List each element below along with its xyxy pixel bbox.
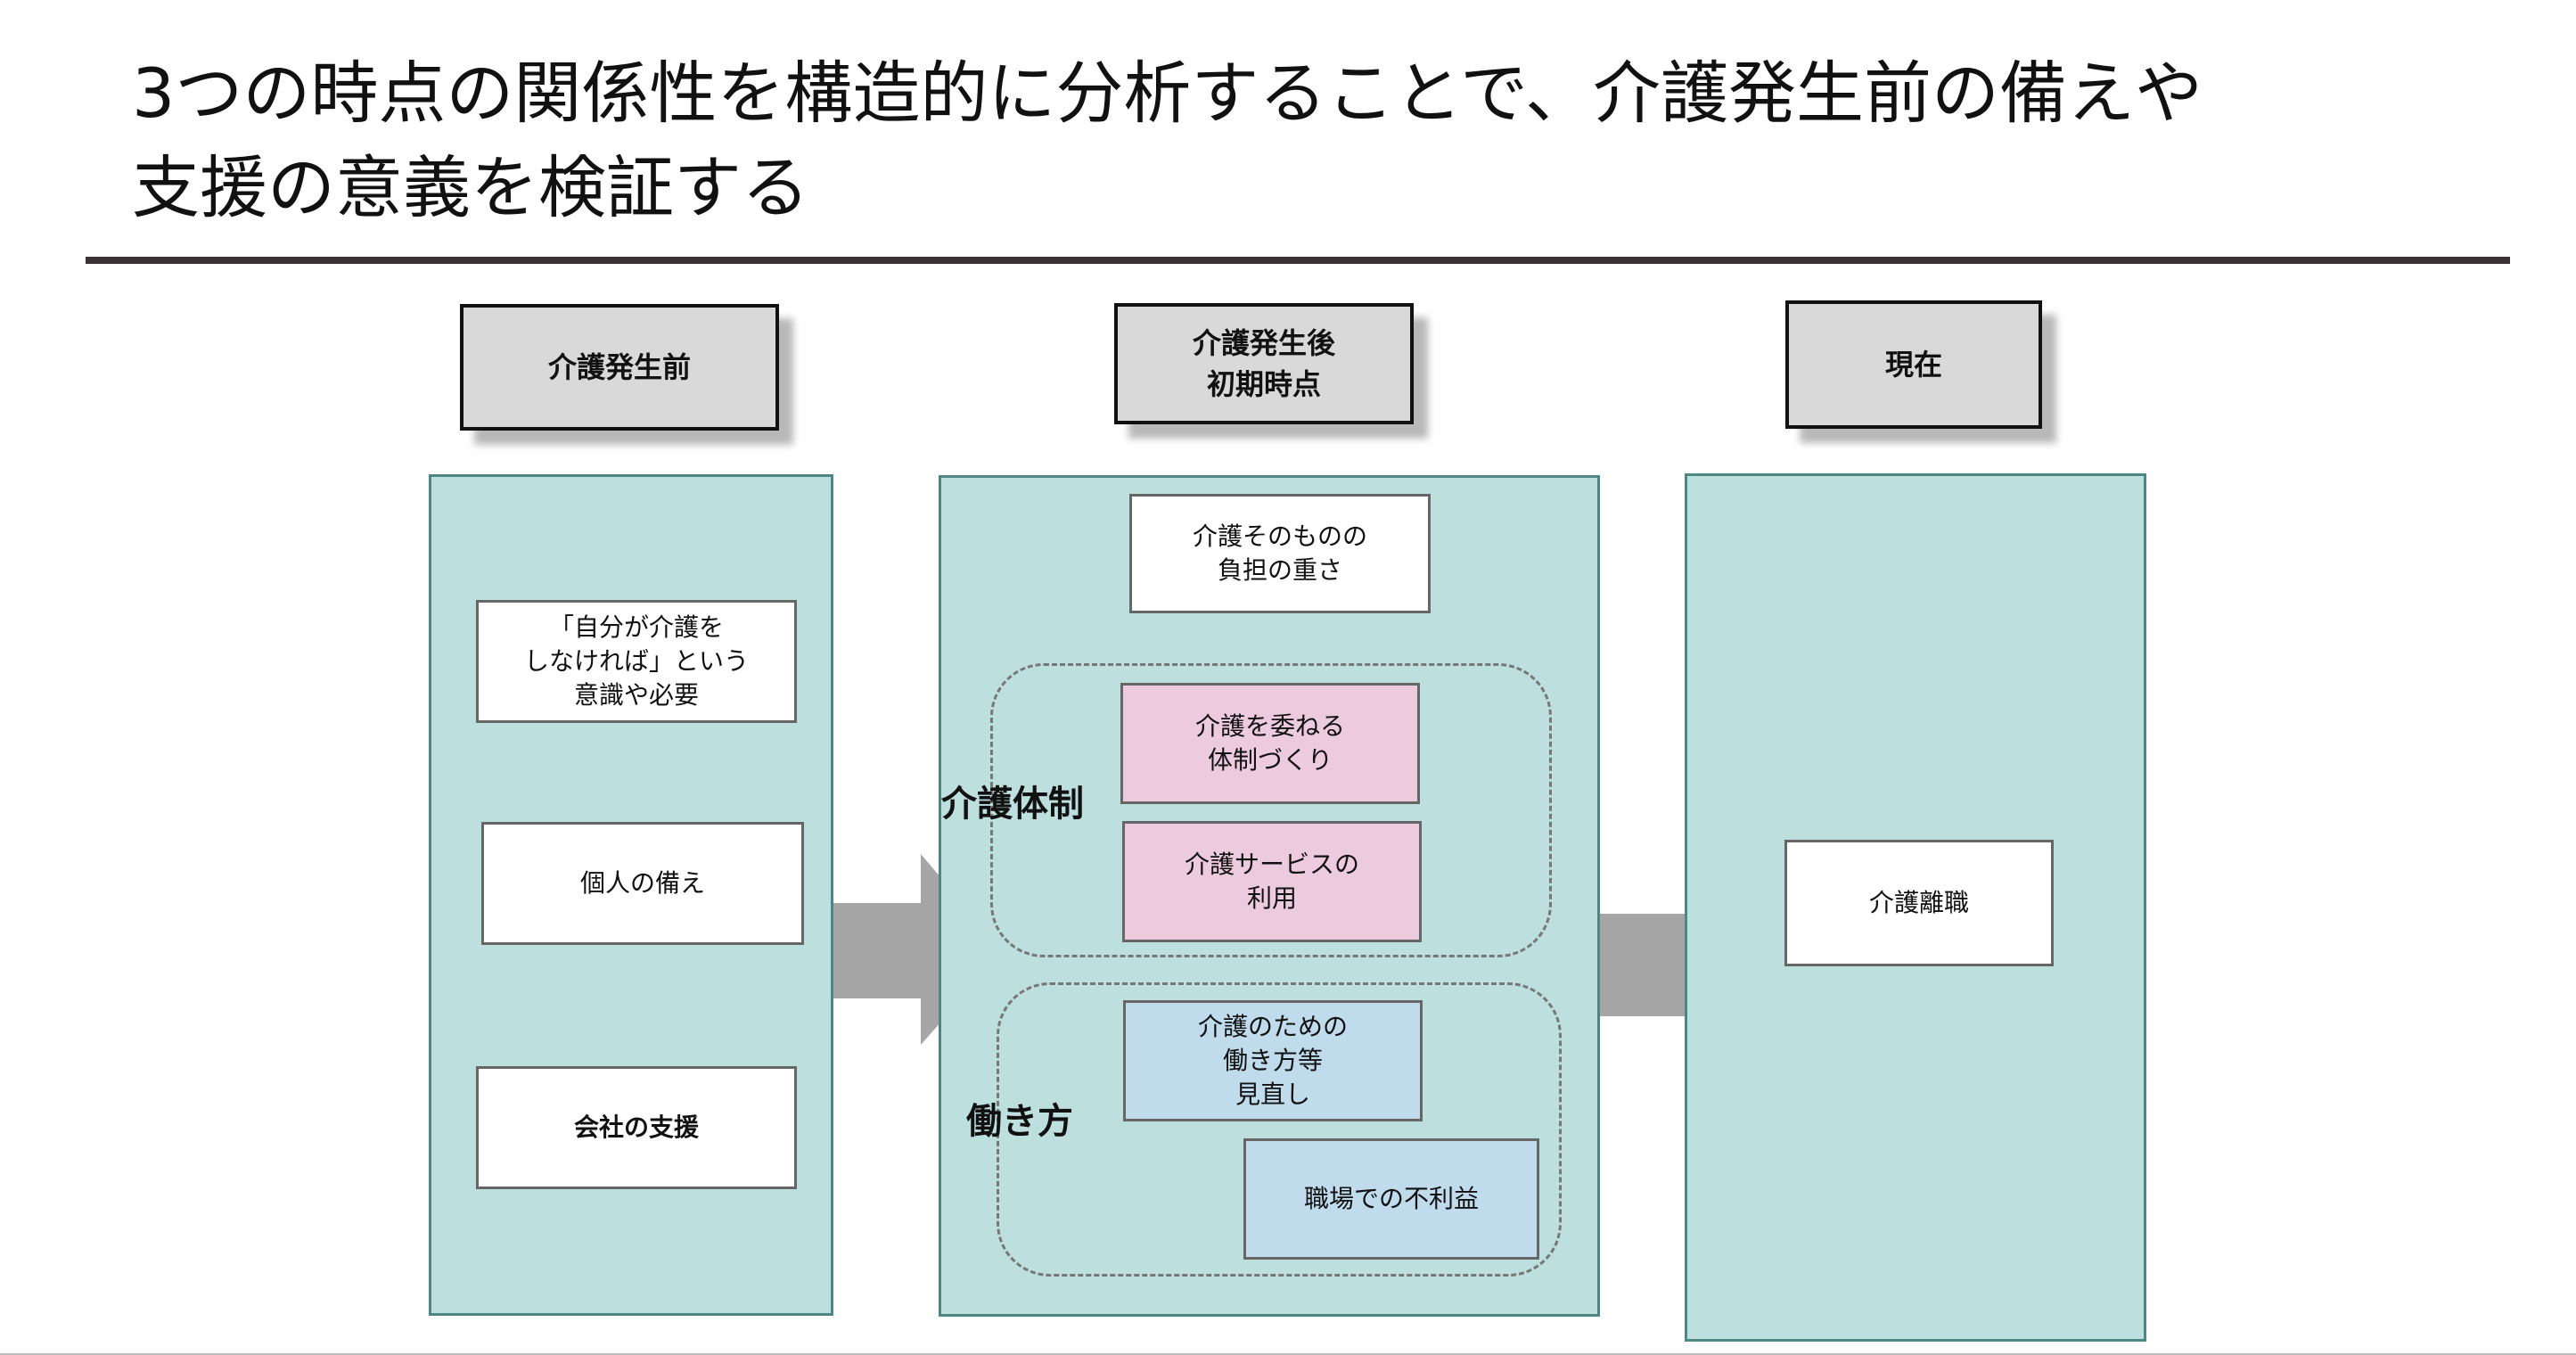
- entrust-care-line1: 介護を委ねる: [1194, 711, 1345, 741]
- personal-preparation-label: 個人の備え: [579, 868, 705, 898]
- work-review-line2: 働き方等: [1222, 1046, 1323, 1075]
- work-review-line1: 介護のための: [1197, 1012, 1348, 1041]
- page-title: 3つの時点の関係性を構造的に分析することで、介護発生前の備えや 支援の意義を検証…: [132, 46, 2449, 235]
- header-before-care-label: 介護発生前: [547, 350, 691, 384]
- personal-preparation-box: 個人の備え: [481, 822, 804, 945]
- care-burden-line1: 介護そのものの: [1192, 521, 1367, 551]
- title-divider: [86, 257, 2510, 264]
- bottom-border: [0, 1353, 2576, 1355]
- company-support-label: 会社の支援: [573, 1113, 699, 1142]
- header-current: 現在: [1785, 300, 2042, 429]
- work-style-group-label: 働き方: [966, 1101, 1073, 1142]
- care-resignation-box: 介護離職: [1784, 840, 2054, 966]
- work-style-group: [997, 982, 1562, 1277]
- care-system-group-label: 介護体制: [941, 784, 1084, 825]
- workplace-disadvantage-label: 職場での不利益: [1303, 1184, 1479, 1213]
- header-after-care-line2: 初期時点: [1206, 367, 1321, 401]
- awareness-box: 「自分が介護を しなければ」という 意識や必要: [476, 600, 797, 723]
- care-resignation-label: 介護離職: [1868, 888, 1969, 917]
- care-burden-box: 介護そのものの 負担の重さ: [1129, 494, 1431, 613]
- header-after-care-line1: 介護発生後: [1192, 326, 1335, 360]
- header-before-care: 介護発生前: [460, 304, 779, 431]
- header-after-care: 介護発生後 初期時点: [1114, 303, 1414, 424]
- care-burden-line2: 負担の重さ: [1217, 555, 1342, 585]
- awareness-line2: しなければ」という: [523, 646, 749, 676]
- awareness-line3: 意識や必要: [573, 680, 699, 710]
- work-review-line3: 見直し: [1235, 1080, 1310, 1109]
- awareness-line1: 「自分が介護を: [548, 612, 724, 642]
- header-current-label: 現在: [1884, 348, 1942, 382]
- entrust-care-line2: 体制づくり: [1207, 745, 1333, 775]
- care-service-line2: 利用: [1246, 883, 1297, 913]
- care-service-line1: 介護サービスの: [1184, 850, 1359, 879]
- page-title-line1: 3つの時点の関係性を構造的に分析することで、介護発生前の備えや: [132, 53, 2203, 133]
- workplace-disadvantage-box: 職場での不利益: [1243, 1138, 1539, 1260]
- care-service-box: 介護サービスの 利用: [1122, 821, 1422, 942]
- page-title-line2: 支援の意義を検証する: [132, 148, 809, 227]
- work-review-box: 介護のための 働き方等 見直し: [1123, 1000, 1423, 1121]
- care-system-group: [990, 663, 1552, 957]
- entrust-care-box: 介護を委ねる 体制づくり: [1120, 683, 1420, 804]
- company-support-box: 会社の支援: [476, 1066, 797, 1189]
